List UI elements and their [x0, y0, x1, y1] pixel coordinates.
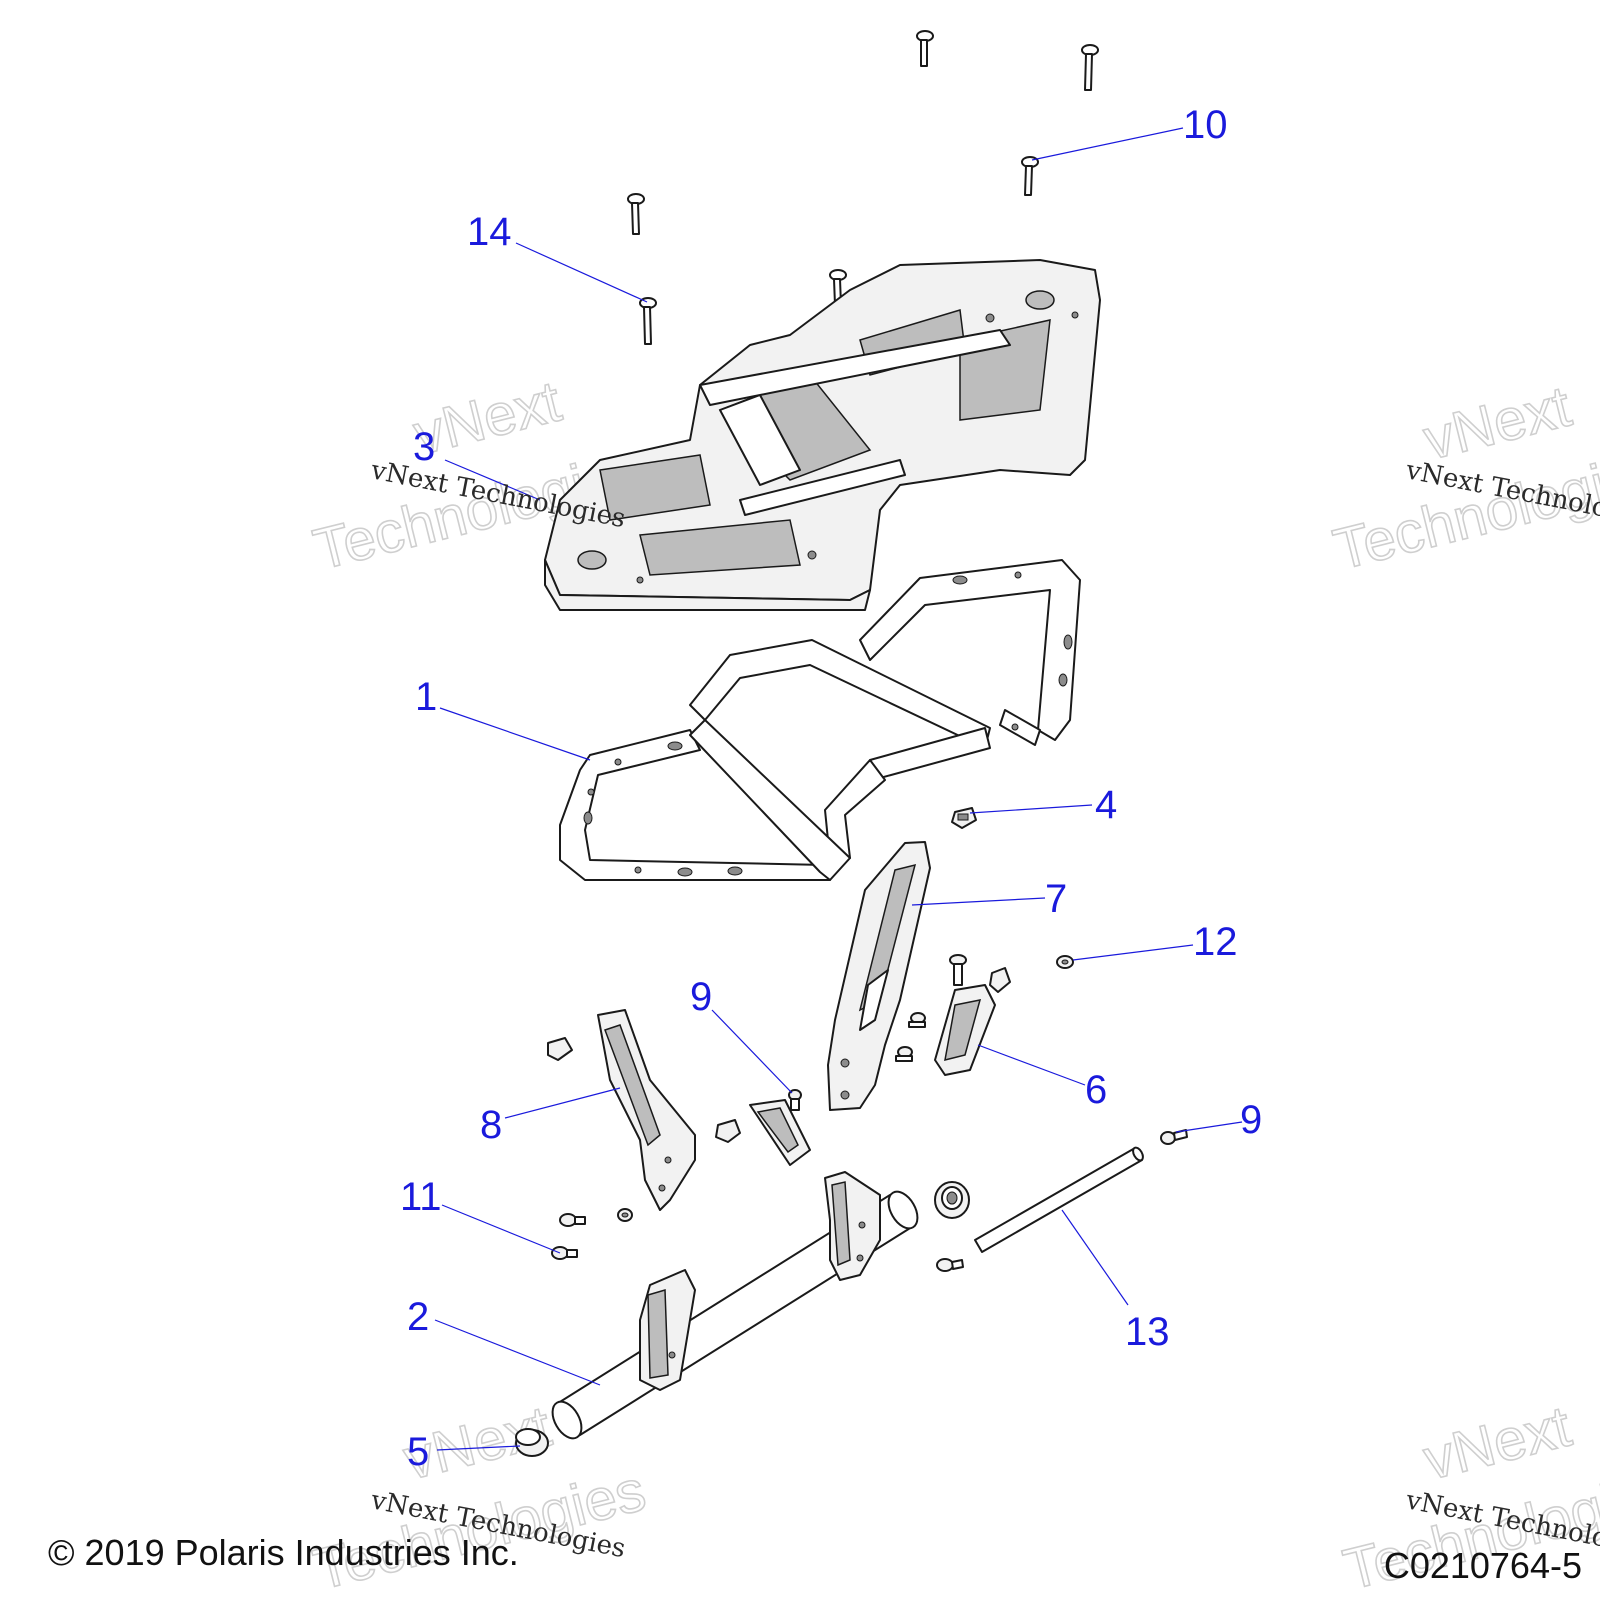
bushing — [934, 1181, 970, 1219]
callout-3: 3 — [413, 425, 435, 469]
nut — [617, 1208, 633, 1222]
tube-plug — [515, 1428, 549, 1457]
screw — [639, 297, 657, 345]
bolt — [551, 1246, 578, 1260]
callout-8: 8 — [480, 1103, 502, 1147]
callout-2: 2 — [407, 1295, 429, 1339]
rod — [974, 1146, 1144, 1253]
clip — [715, 1119, 741, 1143]
screws-top — [627, 30, 1099, 345]
upright-bracket — [827, 841, 931, 1111]
rack-panel — [544, 259, 1101, 611]
screw — [1081, 44, 1099, 91]
cross-tube — [551, 1171, 919, 1440]
hardware-clips — [547, 1037, 811, 1166]
callout-9-top: 9 — [690, 975, 712, 1019]
screw-9 — [788, 1089, 802, 1111]
callout-6: 6 — [1085, 1068, 1107, 1112]
watermark-line1: vNext — [1417, 1394, 1577, 1493]
callout-12: 12 — [1193, 920, 1238, 964]
bolts-11 — [551, 1208, 633, 1260]
clip-4 — [951, 807, 977, 829]
bolt-9 — [1160, 1129, 1188, 1145]
callout-13: 13 — [1125, 1310, 1170, 1354]
callout-5: 5 — [407, 1430, 429, 1474]
copyright-text: © 2019 Polaris Industries Inc. — [48, 1532, 519, 1573]
callout-7: 7 — [1045, 877, 1067, 921]
callout-9-right: 9 — [1240, 1098, 1262, 1142]
callout-1: 1 — [415, 675, 437, 719]
screw — [627, 193, 645, 235]
clip — [989, 967, 1011, 993]
drawing-number: C0210764-5 — [1384, 1545, 1582, 1586]
leader-lines — [434, 127, 1243, 1451]
bolt — [908, 1012, 926, 1028]
mount-block — [934, 984, 996, 1076]
callout-10: 10 — [1183, 103, 1228, 147]
rack-frame — [559, 559, 1081, 881]
watermark-line1: vNext — [1417, 374, 1577, 473]
nut-12 — [1056, 955, 1074, 969]
screw — [1021, 156, 1039, 196]
callout-4: 4 — [1095, 783, 1117, 827]
callout-11: 11 — [400, 1175, 442, 1219]
left-bracket — [597, 1009, 696, 1211]
callout-14: 14 — [467, 210, 512, 254]
bolt — [949, 954, 967, 986]
screw — [916, 30, 934, 67]
bolt — [936, 1258, 964, 1272]
hardware-small — [895, 954, 1074, 1062]
bolt — [895, 1046, 913, 1062]
wedge-plate — [749, 1099, 811, 1166]
bolt — [559, 1213, 586, 1227]
clip — [547, 1037, 573, 1061]
callouts: 10 14 3 1 4 7 12 9 6 8 9 11 13 2 5 — [400, 103, 1262, 1474]
